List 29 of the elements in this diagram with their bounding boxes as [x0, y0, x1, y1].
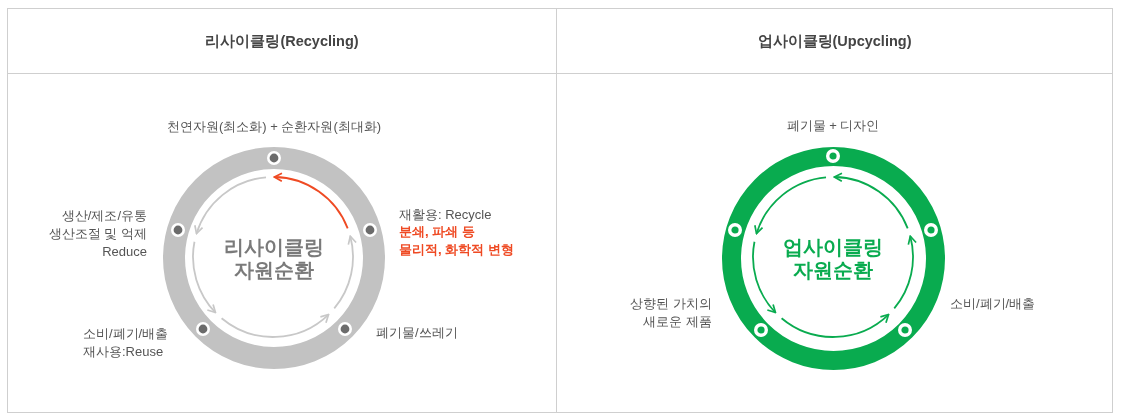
- cycle-title: 업사이클링 자원순환: [782, 236, 884, 282]
- cycle-arrow: [192, 240, 217, 314]
- cycle-arrow: [220, 313, 330, 338]
- cycle-arrow: [893, 235, 917, 310]
- cycle-arrow: [273, 172, 349, 230]
- cycle-arrow: [754, 176, 827, 235]
- stage-label: 재활용: Recycle: [399, 205, 492, 224]
- stage-label: 소비/폐기/배출: [950, 294, 1036, 313]
- table-column: [7, 8, 557, 413]
- stage-label: 천연자원(최소화) + 순환자원(최대화): [166, 118, 382, 136]
- cycle-title: 리사이클링 자원순환: [223, 236, 325, 282]
- stage-label: 분쇄, 파쇄 등 물리적, 화학적 변형: [399, 223, 515, 259]
- column-heading: 리사이클링(Recycling): [8, 9, 556, 74]
- cycle-arrow: [333, 235, 357, 310]
- stage-dot: [727, 222, 742, 237]
- cycle-arrow: [752, 240, 777, 314]
- stage-label: 폐기물/쓰레기: [376, 324, 458, 342]
- cycle-arrow: [833, 172, 909, 230]
- stage-label: 생산조절 및 억제 Reduce: [47, 225, 147, 261]
- stage-label: 상향된 가치의 새로운 제품: [629, 294, 712, 331]
- stage-label: 생산/제조/유통: [61, 207, 147, 225]
- table-column: [557, 8, 1113, 413]
- stage-label: 폐기물 + 디자인: [786, 117, 880, 135]
- cycle-arrow: [780, 313, 890, 338]
- stage-dot: [924, 222, 939, 237]
- stage-label: 소비/폐기/배출: [83, 325, 169, 344]
- stage-label: 재사용:Reuse: [83, 343, 164, 361]
- cycle-arrow: [194, 176, 267, 235]
- column-heading: 업사이클링(Upcycling): [557, 9, 1112, 74]
